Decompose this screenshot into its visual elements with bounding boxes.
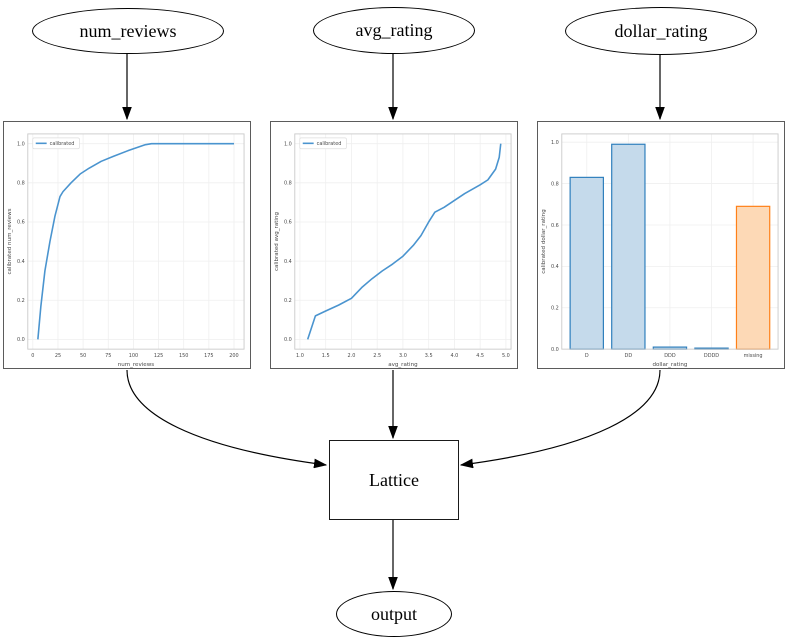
axes-frame [294,133,512,350]
x-tick-label: 4.0 [450,353,458,359]
y-tick-label: 0.4 [284,259,292,265]
y-axis-label: calibrated dollar_rating [541,209,547,274]
y-tick-label: 1.0 [17,141,25,147]
y-tick-label: 0.6 [551,223,559,229]
y-tick-label: 1.0 [551,140,559,146]
x-tick-label: 125 [154,353,163,359]
x-tick-label: D [585,353,589,359]
node-avg-rating-label: avg_rating [355,20,433,40]
y-tick-label: 0.2 [17,298,25,304]
calibration-line [306,143,502,340]
x-tick-label: 3.0 [399,353,407,359]
node-num-reviews-label: num_reviews [79,20,177,41]
avg-rating-calibration-plot: 1.0 1.5 2.0 2.5 3.0 3.5 4.0 4.5 5.0 0.0 0.2 0.4 0.6 0… [270,121,518,369]
x-tick-label: 5.0 [502,353,510,359]
legend [32,137,80,150]
x-tick-label: 75 [105,353,111,359]
bar-DD [611,143,646,350]
node-avg-rating: avg_rating [313,7,475,54]
x-tick-label: 50 [80,353,86,359]
legend [299,137,347,150]
y-tick-label: 0.8 [284,181,292,187]
avg-rating-calibration-chart: 1.0 1.5 2.0 2.5 3.0 3.5 4.0 4.5 5.0 0.0 0.2 0.4 0.6 0… [274,133,512,368]
edge-calibrator3-to-lattice [459,369,661,469]
num-reviews-calibration-chart: 0 25 50 75 100 125 150 175 200 0.0 0.2 0.4 0.6 0.8 1.0… [7,133,245,368]
plot-area [27,133,245,350]
y-tick-label: 0.4 [551,264,559,270]
node-lattice: Lattice [329,440,459,520]
axes-frame [561,133,779,350]
node-num-reviews: num_reviews [32,8,224,54]
y-tick-label: 1.0 [284,141,292,147]
y-tick-label: 0.8 [17,181,25,187]
legend-label: calibrated [317,141,342,147]
x-axis-label: avg_rating [388,362,418,368]
x-tick-label: 25 [55,353,61,359]
x-tick-label: 2.0 [348,353,356,359]
x-tick-label: DD [625,353,633,359]
y-tick-label: 0.2 [551,306,559,312]
num-reviews-calibration-plot: 0 25 50 75 100 125 150 175 200 0.0 0.2 0.4 0.6 0.8 1.0… [3,121,251,369]
x-tick-label: 4.5 [476,353,484,359]
legend-label: calibrated [50,141,75,147]
bar-D [569,176,604,350]
y-tick-label: 0.4 [17,259,25,265]
node-output-label: output [370,603,417,624]
y-tick-label: 0.0 [551,347,559,353]
axes-frame [27,133,245,350]
x-tick-label: 150 [179,353,188,359]
bar-missing [735,205,771,350]
x-tick-label: DDDD [704,353,719,359]
x-tick-label: 200 [229,353,238,359]
x-tick-label: 1.5 [322,353,330,359]
y-tick-label: 0.6 [284,220,292,226]
x-tick-label: 3.5 [425,353,433,359]
x-tick-label: 2.5 [373,353,381,359]
node-output: output [336,591,452,637]
node-lattice-label: Lattice [369,469,419,490]
x-axis-label: dollar_rating [652,362,687,368]
y-tick-label: 0.0 [17,337,25,343]
x-tick-label: 1.0 [296,353,304,359]
calibration-line [37,142,234,340]
x-axis-label: num_reviews [118,362,155,368]
y-axis-label: calibrated avg_rating [274,212,280,271]
edge-calibrator1-to-lattice [126,369,328,469]
x-tick-label: DDD [664,353,676,359]
y-tick-label: 0.6 [17,220,25,226]
x-tick-label: 175 [204,353,213,359]
y-tick-label: 0.2 [284,298,292,304]
node-dollar-rating: dollar_rating [565,7,757,55]
y-tick-label: 0.0 [284,337,292,343]
y-axis-label: calibrated num_reviews [7,208,13,274]
node-dollar-rating-label: dollar_rating [614,20,708,41]
y-tick-label: 0.8 [551,181,559,187]
x-tick-label: 0 [31,353,34,359]
x-tick-label: missing [744,353,763,359]
x-tick-label: 100 [129,353,138,359]
